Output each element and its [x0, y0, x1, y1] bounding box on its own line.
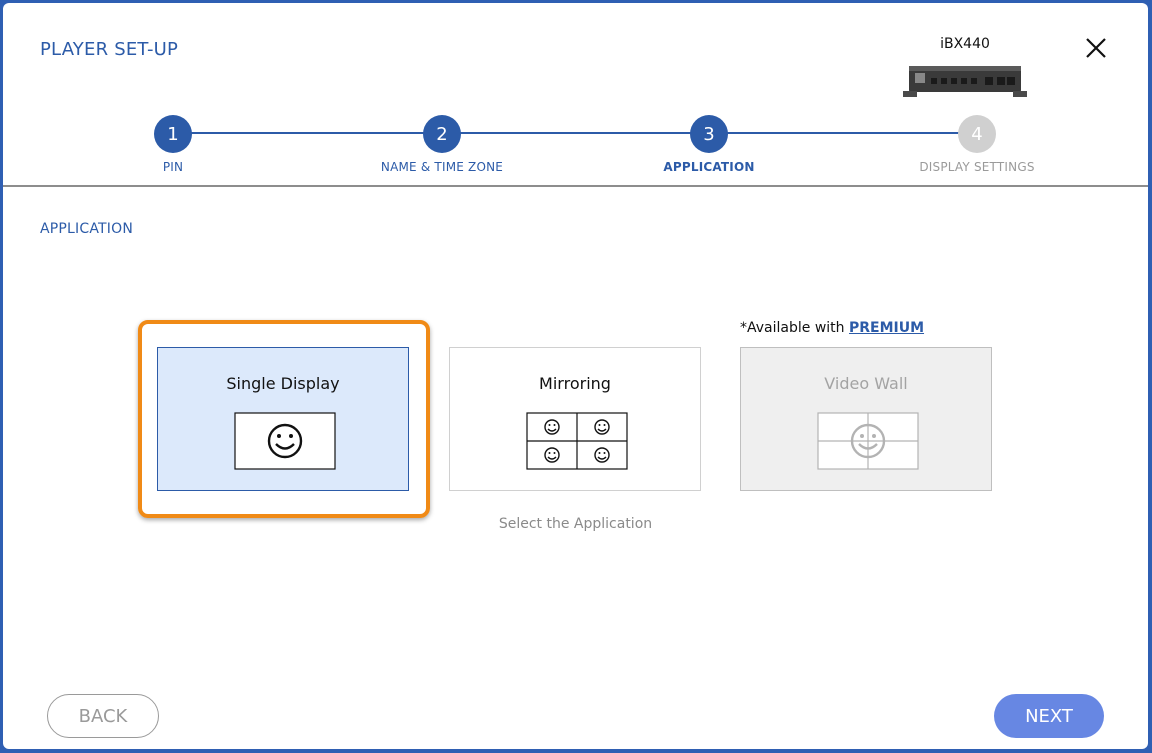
header-divider — [3, 185, 1148, 187]
premium-note: *Available with PREMIUM — [740, 320, 924, 336]
device-model-label: iBX440 — [940, 36, 990, 52]
step-4-circle: 4 — [958, 115, 996, 153]
device-image — [903, 66, 1027, 97]
option-video-wall-label: Video Wall — [824, 374, 908, 393]
stepper-remaining-line — [709, 132, 977, 134]
step-3-circle: 3 — [690, 115, 728, 153]
player-setup-dialog: PLAYER SET-UP iBX440 1 PIN 2 NAME & TIME… — [3, 3, 1148, 749]
selection-hint: Select the Application — [498, 516, 653, 532]
step-3-label: APPLICATION — [663, 160, 755, 174]
close-button[interactable] — [1081, 33, 1111, 63]
premium-link[interactable]: PREMIUM — [848, 320, 925, 336]
back-button[interactable]: BACK — [47, 694, 159, 738]
step-4-label: DISPLAY SETTINGS — [919, 160, 1035, 174]
step-2-label: NAME & TIME ZONE — [380, 160, 504, 174]
close-icon — [1086, 38, 1106, 58]
premium-note-text: *Available with — [740, 320, 849, 336]
option-single-display[interactable]: Single Display — [157, 347, 409, 491]
step-2-circle: 2 — [423, 115, 461, 153]
step-1-circle: 1 — [154, 115, 192, 153]
option-mirroring[interactable]: Mirroring — [449, 347, 701, 491]
option-mirroring-label: Mirroring — [539, 374, 611, 393]
step-1-label: PIN — [162, 160, 184, 174]
video-wall-icon — [817, 412, 919, 470]
single-screen-smiley-icon — [234, 412, 336, 470]
selection-highlight — [138, 320, 430, 518]
option-video-wall[interactable]: Video Wall — [740, 347, 992, 491]
setup-stepper: 1 PIN 2 NAME & TIME ZONE 3 APPLICATION 4… — [3, 113, 1148, 183]
next-button[interactable]: NEXT — [994, 694, 1104, 738]
option-single-display-label: Single Display — [226, 374, 340, 393]
section-title: APPLICATION — [40, 221, 134, 237]
dialog-title: PLAYER SET-UP — [40, 39, 179, 60]
mirroring-grid-icon — [526, 412, 628, 470]
